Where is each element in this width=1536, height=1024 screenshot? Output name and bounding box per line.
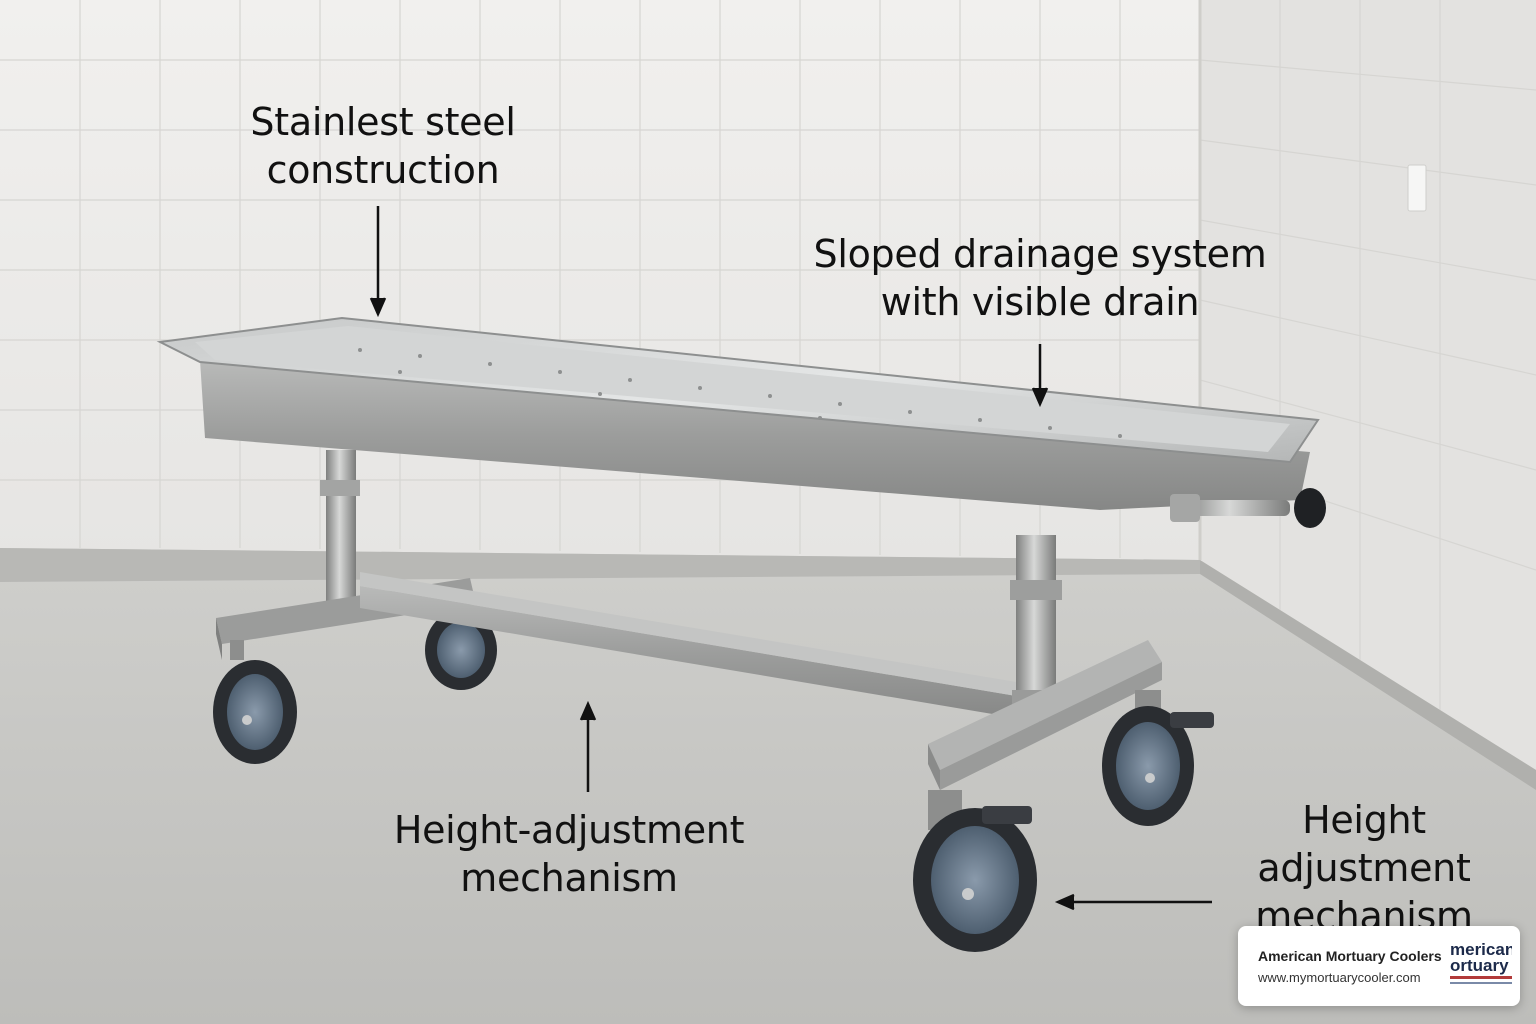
callout-stainless-steel: Stainlest steel construction (238, 98, 528, 194)
brand-logo-text: merican (1450, 940, 1512, 959)
brand-url: www.mymortuarycooler.com (1258, 970, 1421, 985)
brand-card: American Mortuary Coolers www.mymortuary… (1238, 926, 1520, 1006)
callout-line: Sloped drainage system (813, 232, 1267, 276)
annotation-arrows (369, 206, 1212, 911)
autopsy-table (156, 316, 1326, 952)
callout-height-adjustment-center: Height-adjustment mechanism (378, 806, 760, 902)
brand-logo-text: ortuary (1450, 956, 1509, 975)
brand-logo-stripe (1450, 982, 1512, 984)
near-wheel-left (913, 790, 1037, 952)
brand-logo-stripe (1450, 976, 1512, 979)
callout-line: mechanism (460, 856, 678, 900)
callout-line: Height-adjustment (393, 808, 745, 852)
far-wheel-left (213, 640, 297, 764)
callout-sloped-drainage: Sloped drainage system with visible drai… (798, 230, 1282, 326)
callout-line: construction (266, 148, 500, 192)
brand-logo: merican ortuary (1450, 940, 1512, 992)
far-wheel-right (425, 610, 497, 690)
callout-line: Height (1302, 798, 1426, 842)
callout-line: with visible drain (880, 280, 1200, 324)
callout-height-adjustment-right: Height adjustment mechanism (1244, 796, 1484, 926)
callout-line: adjustment (1257, 846, 1471, 890)
crank-handle (1170, 488, 1326, 528)
near-wheel-right (1102, 690, 1214, 826)
brand-name: American Mortuary Coolers (1258, 948, 1442, 964)
callout-line: mechanism (1255, 894, 1473, 926)
callout-line: Stainlest steel (250, 100, 516, 144)
